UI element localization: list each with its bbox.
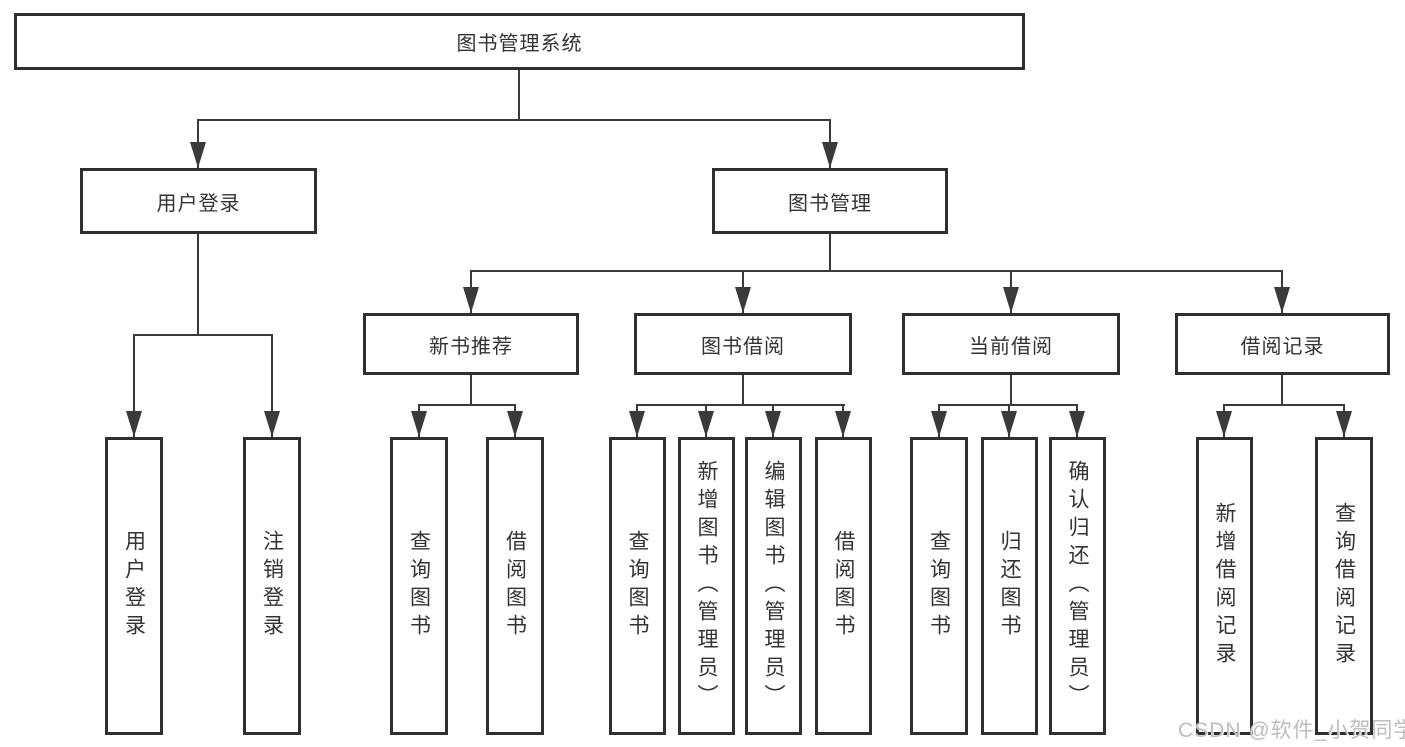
connector-line <box>197 119 831 121</box>
arrow-down-icon <box>1336 411 1352 437</box>
connector-line <box>133 334 273 336</box>
node-user-login-label: 用户登录 <box>156 192 241 215</box>
leaf-current-return-books-label: 归还图书 <box>998 530 1021 642</box>
connector-line <box>418 404 516 406</box>
node-book-borrow: 图书借阅 <box>634 313 852 375</box>
leaf-recommend-query-books-label: 查询图书 <box>407 530 431 642</box>
leaf-current-query-books-label: 查询图书 <box>927 530 951 642</box>
arrow-down-icon <box>507 411 523 437</box>
leaf-logout: 注销登录 <box>243 437 301 735</box>
arrow-down-icon <box>698 411 714 437</box>
leaf-borrow-edit-books-admin: 编辑图书（管理员） <box>745 437 802 735</box>
leaf-current-return-books: 归还图书 <box>981 437 1038 735</box>
leaf-borrow-query-books-label: 查询图书 <box>626 530 649 642</box>
connector-line <box>636 404 845 406</box>
leaf-current-confirm-return-admin-label: 确认归还（管理员） <box>1066 460 1089 712</box>
leaf-borrow-borrow-books-label: 借阅图书 <box>832 530 855 642</box>
arrow-down-icon <box>1069 411 1085 437</box>
csdn-watermark: CSDN @软件_小贺同学 <box>1178 719 1405 742</box>
leaf-borrow-add-books-admin: 新增图书（管理员） <box>678 437 735 735</box>
node-current-borrow: 当前借阅 <box>902 313 1120 375</box>
connector-line <box>1281 375 1283 405</box>
node-book-management: 图书管理 <box>712 168 948 234</box>
arrow-down-icon <box>735 287 751 313</box>
arrow-down-icon <box>822 142 838 168</box>
leaf-records-add-record-label: 新增借阅记录 <box>1213 502 1236 670</box>
arrow-down-icon <box>1216 411 1232 437</box>
arrow-down-icon <box>765 411 781 437</box>
arrow-down-icon <box>835 411 851 437</box>
node-book-borrow-label: 图书借阅 <box>701 335 785 358</box>
node-new-book-recommend-label: 新书推荐 <box>429 335 513 358</box>
leaf-recommend-query-books: 查询图书 <box>390 437 448 735</box>
connector-line <box>271 334 273 437</box>
leaf-recommend-borrow-books-label: 借阅图书 <box>503 530 527 642</box>
leaf-borrow-edit-books-admin-label: 编辑图书（管理员） <box>762 460 785 712</box>
arrow-down-icon <box>1003 287 1019 313</box>
node-book-management-label: 图书管理 <box>788 192 872 215</box>
connector-line <box>742 375 744 405</box>
connector-line <box>470 375 472 405</box>
leaf-current-query-books: 查询图书 <box>910 437 968 735</box>
arrow-down-icon <box>126 411 142 437</box>
node-borrow-records: 借阅记录 <box>1175 313 1390 375</box>
connector-line <box>1223 404 1345 406</box>
node-root: 图书管理系统 <box>14 13 1025 70</box>
leaf-borrow-borrow-books: 借阅图书 <box>815 437 872 735</box>
node-current-borrow-label: 当前借阅 <box>969 335 1053 358</box>
connector-line <box>133 334 135 437</box>
arrow-down-icon <box>931 411 947 437</box>
leaf-records-add-record: 新增借阅记录 <box>1196 437 1253 735</box>
arrow-down-icon <box>629 411 645 437</box>
connector-line <box>470 270 1283 272</box>
connector-line <box>197 234 199 335</box>
leaf-borrow-query-books: 查询图书 <box>609 437 666 735</box>
arrow-down-icon <box>190 142 206 168</box>
leaf-current-confirm-return-admin: 确认归还（管理员） <box>1049 437 1106 735</box>
node-user-login: 用户登录 <box>80 168 317 234</box>
leaf-borrow-add-books-admin-label: 新增图书（管理员） <box>695 460 718 712</box>
leaf-records-query-record: 查询借阅记录 <box>1315 437 1373 735</box>
arrow-down-icon <box>1001 411 1017 437</box>
leaf-user-login-label: 用户登录 <box>122 530 146 642</box>
node-new-book-recommend: 新书推荐 <box>363 313 579 375</box>
arrow-down-icon <box>411 411 427 437</box>
arrow-down-icon <box>264 411 280 437</box>
arrow-down-icon <box>463 287 479 313</box>
connector-line <box>829 234 831 271</box>
node-root-label: 图书管理系统 <box>456 33 583 55</box>
arrow-down-icon <box>1274 287 1290 313</box>
connector-line <box>518 70 520 120</box>
connector-line <box>1010 375 1012 405</box>
leaf-user-login: 用户登录 <box>105 437 163 735</box>
leaf-logout-label: 注销登录 <box>260 530 284 642</box>
node-borrow-records-label: 借阅记录 <box>1240 335 1325 358</box>
leaf-recommend-borrow-books: 借阅图书 <box>486 437 544 735</box>
leaf-records-query-record-label: 查询借阅记录 <box>1332 502 1356 670</box>
